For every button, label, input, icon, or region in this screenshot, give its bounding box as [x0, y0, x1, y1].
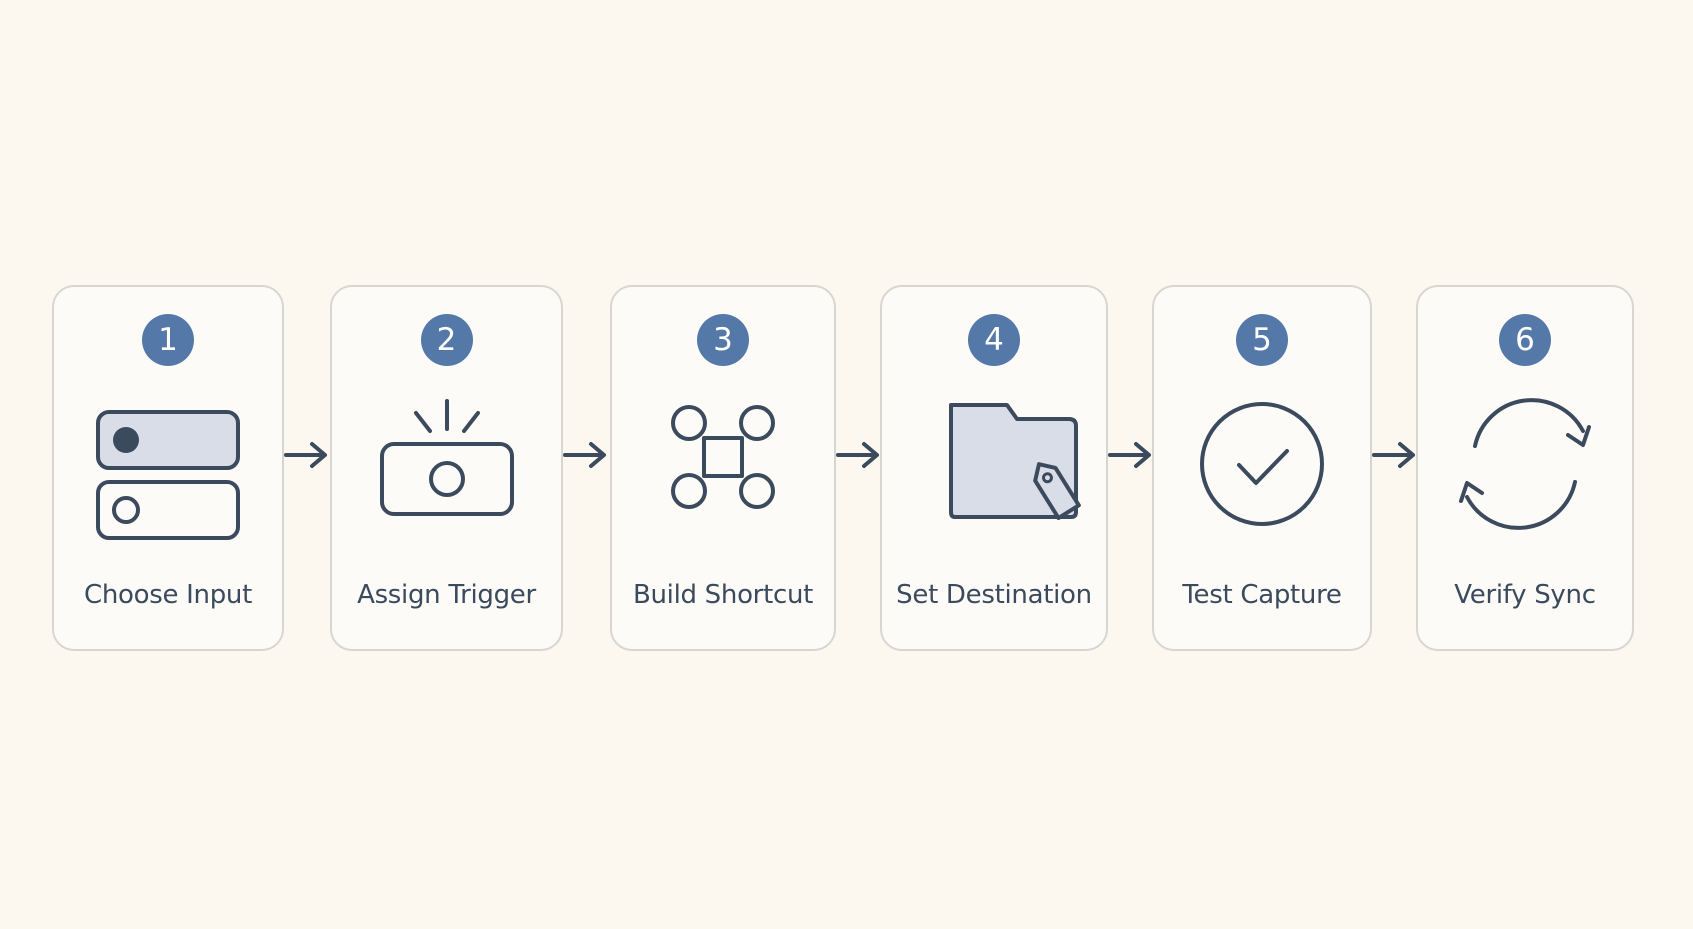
arrow-right-icon — [284, 442, 327, 468]
arrow-right-icon — [1108, 442, 1151, 468]
step-card-1: 1 Choose Input — [52, 285, 284, 651]
arrow-right-icon — [836, 442, 879, 468]
step-label: Test Capture — [1182, 580, 1342, 610]
sync-arrows-icon — [1459, 398, 1591, 530]
step-card-4: 4 Set Destination — [880, 285, 1108, 651]
step-card-3: 3 Build Shortcut — [610, 285, 836, 651]
step-number-badge: 6 — [1499, 314, 1551, 366]
step-number-badge: 2 — [420, 314, 473, 366]
step-card-2: 2 Assign Trigger — [330, 285, 563, 651]
checkmark-circle-icon — [1200, 402, 1324, 526]
step-number-badge: 5 — [1236, 314, 1288, 366]
step-card-5: 5 Test Capture — [1152, 285, 1372, 651]
step-label: Set Destination — [896, 580, 1092, 610]
step-label: Assign Trigger — [357, 580, 536, 610]
step-label: Verify Sync — [1454, 580, 1596, 610]
step-card-6: 6 Verify Sync — [1416, 285, 1634, 651]
folder-tag-icon — [949, 403, 1081, 521]
arrow-right-icon — [1372, 442, 1415, 468]
command-key-icon — [671, 405, 775, 509]
camera-trigger-icon — [379, 399, 514, 516]
step-number-badge: 1 — [142, 314, 194, 366]
step-number-badge: 4 — [968, 314, 1020, 366]
step-number-badge: 3 — [697, 314, 749, 366]
toggle-switch-icon — [96, 410, 240, 540]
step-label: Choose Input — [84, 580, 252, 610]
step-label: Build Shortcut — [632, 580, 814, 610]
arrow-right-icon — [563, 442, 606, 468]
